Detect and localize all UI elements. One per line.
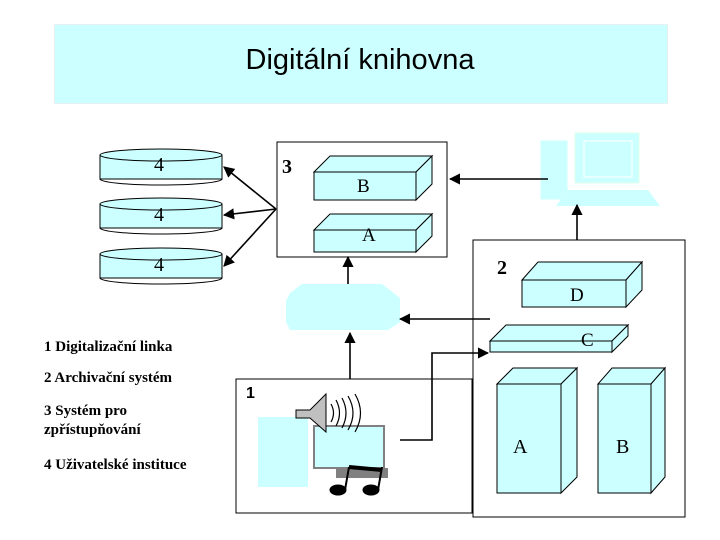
archive-system-number: 2 <box>497 257 507 279</box>
archive-tower-a-label: A <box>513 436 528 458</box>
speaker-icon <box>295 392 327 434</box>
legend-item-4: 4 Uživatelské instituce <box>44 457 187 473</box>
archive-box-c <box>488 323 630 354</box>
music-notes-icon <box>329 465 383 496</box>
archive-system-frame <box>472 239 686 518</box>
disk-label-2: 4 <box>154 204 164 226</box>
disk-label-1: 4 <box>154 154 164 176</box>
disk-cylinder-3 <box>99 247 223 285</box>
legend-item-2: 2 Archivační systém <box>44 370 173 386</box>
access-system-number: 3 <box>282 156 292 178</box>
archive-tower-a <box>495 366 579 495</box>
monitor-icon <box>313 425 388 478</box>
access-box-b-label: B <box>357 176 370 197</box>
title-banner <box>54 24 668 104</box>
access-box-b <box>312 154 434 202</box>
disk-cylinder-2 <box>99 197 223 235</box>
disk-label-3: 4 <box>154 254 164 276</box>
document-page-icon <box>258 417 308 487</box>
access-box-a <box>312 212 434 254</box>
archive-tower-b <box>596 366 667 495</box>
access-system-frame <box>276 141 448 258</box>
legend-item-3: 3 Systém pro zpřístupňování <box>44 403 141 438</box>
sound-waves-icon <box>330 393 362 433</box>
archive-box-d-label: D <box>570 285 584 306</box>
disk-cylinder-1 <box>99 148 223 186</box>
disk-connector-arrows <box>222 166 277 267</box>
diagram-title: Digitální knihovna <box>245 44 475 76</box>
legend-item-1: 1 Digitalizační linka <box>44 339 173 355</box>
computer-icon <box>540 132 660 206</box>
access-box-a-label: A <box>362 225 376 246</box>
archive-box-c-label: C <box>581 330 594 351</box>
archive-tower-b-label: B <box>616 436 630 458</box>
scanner-icon <box>286 284 400 330</box>
connection-arrows <box>342 173 583 441</box>
archive-box-d <box>520 260 644 309</box>
digitization-number: 1 <box>246 385 255 402</box>
digitization-frame <box>235 378 473 514</box>
